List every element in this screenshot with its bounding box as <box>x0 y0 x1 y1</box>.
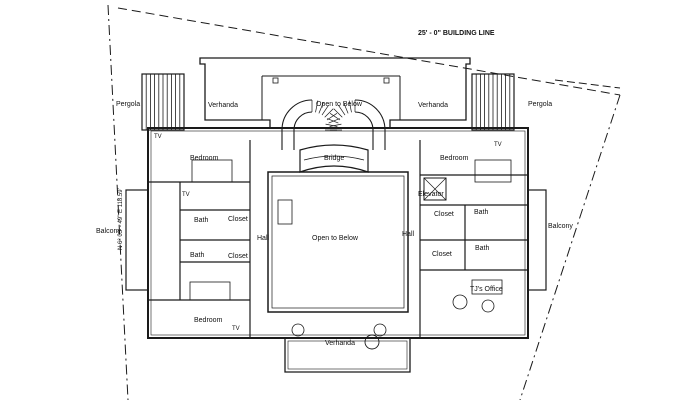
tv-3-label: TV <box>182 192 190 198</box>
bedroom-top-left-label: Bedroom <box>190 155 219 162</box>
bearing-label: N 6° 03' - 49" E 118.59' <box>118 188 124 250</box>
closet-left-2-label: Closet <box>228 253 248 260</box>
bottom-verhanda <box>284 334 411 373</box>
bedroom-bottom-left-label: Bedroom <box>194 317 223 324</box>
drawing-stroke <box>324 108 334 118</box>
hall-left-label: Hall <box>257 235 270 242</box>
balcony-right <box>527 189 547 291</box>
closet-right-2-label: Closet <box>432 251 452 258</box>
pergola-right <box>471 73 515 131</box>
property-lines <box>107 4 621 400</box>
balcony-right-label: Balcony <box>548 223 573 230</box>
drawing-stroke <box>325 123 338 127</box>
drawing-stroke <box>321 104 329 116</box>
balcony-left <box>125 189 149 291</box>
verhanda-top-right-label: Verhanda <box>418 102 448 109</box>
drawing-stroke <box>329 113 341 121</box>
tv-2-label: TV <box>494 142 502 148</box>
closet-right-1-label: Closet <box>434 211 454 218</box>
bath-left-2-label: Bath <box>190 252 205 259</box>
drawing-stroke <box>327 118 339 124</box>
open-to-below-top-label: Open to Below <box>316 101 363 108</box>
balcony-left-label: Balcony <box>96 228 121 235</box>
building-line-label: 25' - 0" BUILDING LINE <box>418 30 495 37</box>
open-to-below-center-label: Open to Below <box>312 235 359 242</box>
bridge-label: Bridge <box>324 155 344 162</box>
bath-left-1-label: Bath <box>194 217 209 224</box>
tv-4-label: TV <box>232 326 240 332</box>
drawing-stroke <box>318 102 324 114</box>
bath-right-1-label: Bath <box>474 209 489 216</box>
pergola-left <box>141 73 185 131</box>
pergola-right-label: Pergola <box>528 101 552 108</box>
tv-1-label: TV <box>154 134 162 140</box>
drawing-stroke <box>315 100 319 113</box>
hall-right-label: Hall <box>402 231 415 238</box>
furniture <box>189 159 512 337</box>
pergola-left-label: Pergola <box>116 101 140 108</box>
top-verhanda <box>199 57 471 129</box>
verhanda-top-left-label: Verhanda <box>208 102 238 109</box>
drawing-stroke <box>333 108 343 118</box>
office-label: TJ's Office <box>470 286 503 293</box>
elevator-label: Elevator <box>418 191 444 198</box>
verhanda-bottom-label: Verhanda <box>325 340 355 347</box>
drawing-stroke <box>348 100 352 113</box>
bath-right-2-label: Bath <box>475 245 490 252</box>
drawing-stroke <box>329 123 342 127</box>
closet-left-1-label: Closet <box>228 216 248 223</box>
spiral-staircase-right <box>325 99 386 150</box>
drawing-stroke <box>338 104 346 116</box>
drawing-stroke <box>328 118 340 124</box>
bedroom-top-right-label: Bedroom <box>440 155 469 162</box>
drawing-stroke <box>343 102 349 114</box>
